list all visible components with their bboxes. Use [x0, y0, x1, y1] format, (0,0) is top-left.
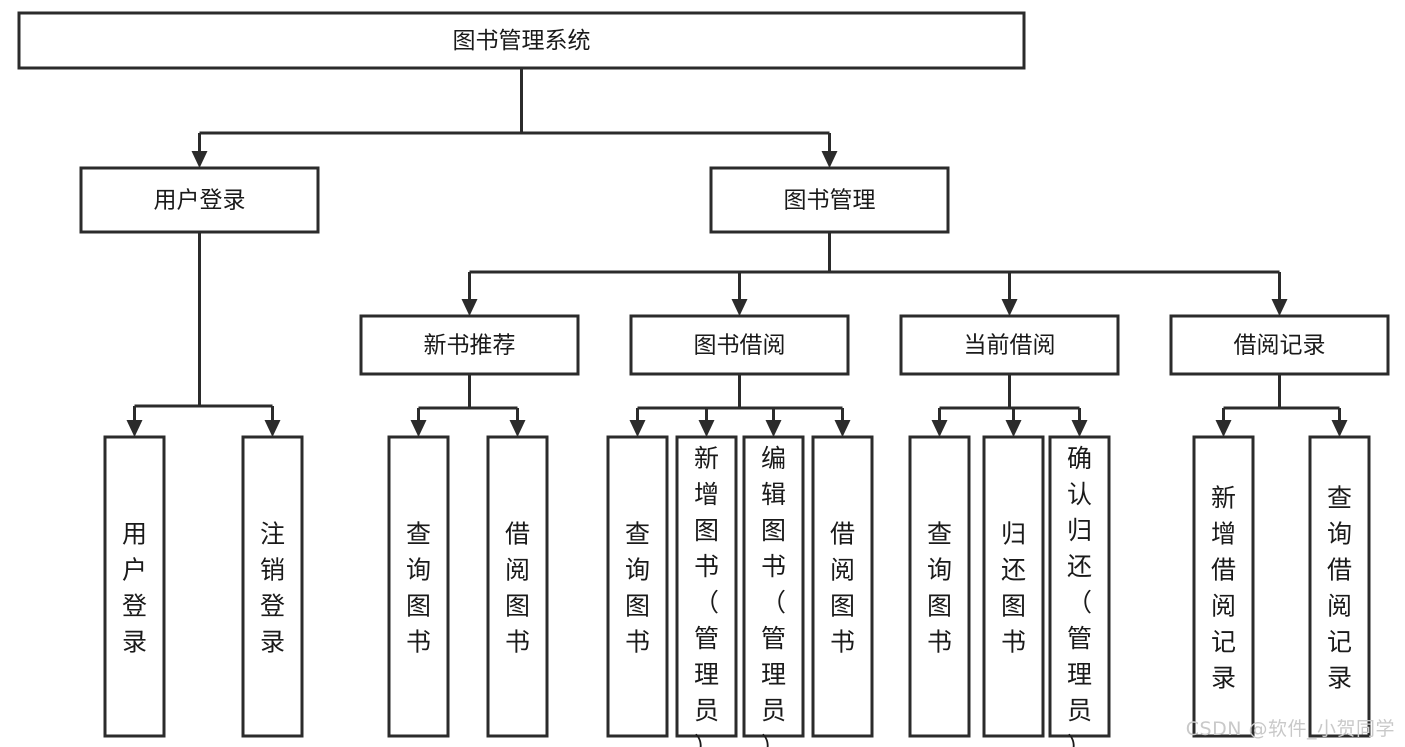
node-box[interactable] [1308, 435, 1371, 738]
node-box[interactable] [811, 435, 874, 738]
level3-node-当前借阅[interactable]: 当前借阅 [899, 314, 1120, 376]
arrow-head-icon [1071, 420, 1088, 437]
arrow-head-icon [410, 420, 427, 437]
node-label: 借阅图书 [505, 520, 530, 657]
node-box[interactable] [103, 435, 166, 738]
node-box[interactable] [742, 435, 805, 738]
node-label: 查询借阅记录 [1327, 484, 1352, 693]
node-label: 图书借阅 [694, 333, 786, 359]
node-label: 注销登录 [260, 520, 285, 657]
node-box[interactable] [486, 435, 549, 738]
arrow-head-icon [931, 420, 948, 437]
level2-node-图书管理[interactable]: 图书管理 [709, 166, 950, 234]
node-label: 用户登录 [154, 188, 246, 214]
arrow-head-icon [191, 151, 208, 168]
node-label: 当前借阅 [964, 333, 1056, 359]
leaf-node-10-确认归还（管理员）[interactable]: 确认归还（管理员） [1048, 435, 1111, 747]
node-label: 查询图书 [927, 520, 952, 657]
leaf-node-0-用户登录[interactable]: 用户登录 [103, 435, 166, 738]
arrow-head-icon [461, 299, 478, 316]
node-box[interactable] [1169, 314, 1390, 376]
arrow-head-icon [509, 420, 526, 437]
arrow-head-icon [765, 420, 782, 437]
node-label: 图书管理系统 [453, 28, 591, 54]
leaf-node-3-借阅图书[interactable]: 借阅图书 [486, 435, 549, 738]
arrow-head-icon [1331, 420, 1348, 437]
csdn-watermark: CSDN @软件_小贺同学 [1185, 718, 1395, 740]
node-label: 借阅记录 [1234, 333, 1326, 359]
node-box[interactable] [17, 11, 1026, 70]
node-label: 查询图书 [406, 520, 431, 657]
level3-node-图书借阅[interactable]: 图书借阅 [629, 314, 850, 376]
node-box[interactable] [629, 314, 850, 376]
arrow-head-icon [1271, 299, 1288, 316]
connector-layer [126, 68, 1348, 437]
leaf-node-7-借阅图书[interactable]: 借阅图书 [811, 435, 874, 738]
node-label: 借阅图书 [830, 520, 855, 657]
node-box[interactable] [606, 435, 669, 738]
arrow-head-icon [834, 420, 851, 437]
node-box[interactable] [709, 166, 950, 234]
root-node-图书管理系统[interactable]: 图书管理系统 [17, 11, 1026, 70]
node-box[interactable] [899, 314, 1120, 376]
leaf-node-8-查询图书[interactable]: 查询图书 [908, 435, 971, 738]
node-label: 确认归还（管理员） [1067, 444, 1092, 747]
node-label: 归还图书 [1001, 520, 1026, 657]
leaf-node-5-新增图书（管理员）[interactable]: 新增图书（管理员） [675, 435, 738, 747]
leaf-node-12-查询借阅记录[interactable]: 查询借阅记录 [1308, 435, 1371, 738]
node-label: 图书管理 [784, 188, 876, 214]
leaf-node-4-查询图书[interactable]: 查询图书 [606, 435, 669, 738]
arrow-head-icon [821, 151, 838, 168]
node-box[interactable] [1192, 435, 1255, 738]
node-box[interactable] [1048, 435, 1111, 738]
node-label: 编辑图书（管理员） [761, 444, 786, 747]
node-label: 用户登录 [122, 520, 147, 657]
arrow-head-icon [126, 420, 143, 437]
node-box[interactable] [982, 435, 1045, 738]
arrow-head-icon [1001, 299, 1018, 316]
leaf-node-1-注销登录[interactable]: 注销登录 [241, 435, 304, 738]
arrow-head-icon [264, 420, 281, 437]
node-label: 新书推荐 [424, 333, 516, 359]
node-label: 新增借阅记录 [1211, 484, 1236, 693]
level3-node-新书推荐[interactable]: 新书推荐 [359, 314, 580, 376]
leaf-node-9-归还图书[interactable]: 归还图书 [982, 435, 1045, 738]
arrow-head-icon [731, 299, 748, 316]
node-label: 查询图书 [625, 520, 650, 657]
node-box[interactable] [387, 435, 450, 738]
leaf-node-6-编辑图书（管理员）[interactable]: 编辑图书（管理员） [742, 435, 805, 747]
arrow-head-icon [1005, 420, 1022, 437]
node-box[interactable] [908, 435, 971, 738]
node-box[interactable] [241, 435, 304, 738]
level3-node-借阅记录[interactable]: 借阅记录 [1169, 314, 1390, 376]
leaf-node-2-查询图书[interactable]: 查询图书 [387, 435, 450, 738]
node-box[interactable] [359, 314, 580, 376]
node-label: 新增图书（管理员） [694, 444, 719, 747]
leaf-node-11-新增借阅记录[interactable]: 新增借阅记录 [1192, 435, 1255, 738]
arrow-head-icon [1215, 420, 1232, 437]
node-box[interactable] [675, 435, 738, 738]
level2-node-用户登录[interactable]: 用户登录 [79, 166, 320, 234]
arrow-head-icon [698, 420, 715, 437]
node-box[interactable] [79, 166, 320, 234]
arrow-head-icon [629, 420, 646, 437]
node-layer: 图书管理系统用户登录图书管理新书推荐图书借阅当前借阅借阅记录用户登录注销登录查询… [17, 11, 1390, 747]
